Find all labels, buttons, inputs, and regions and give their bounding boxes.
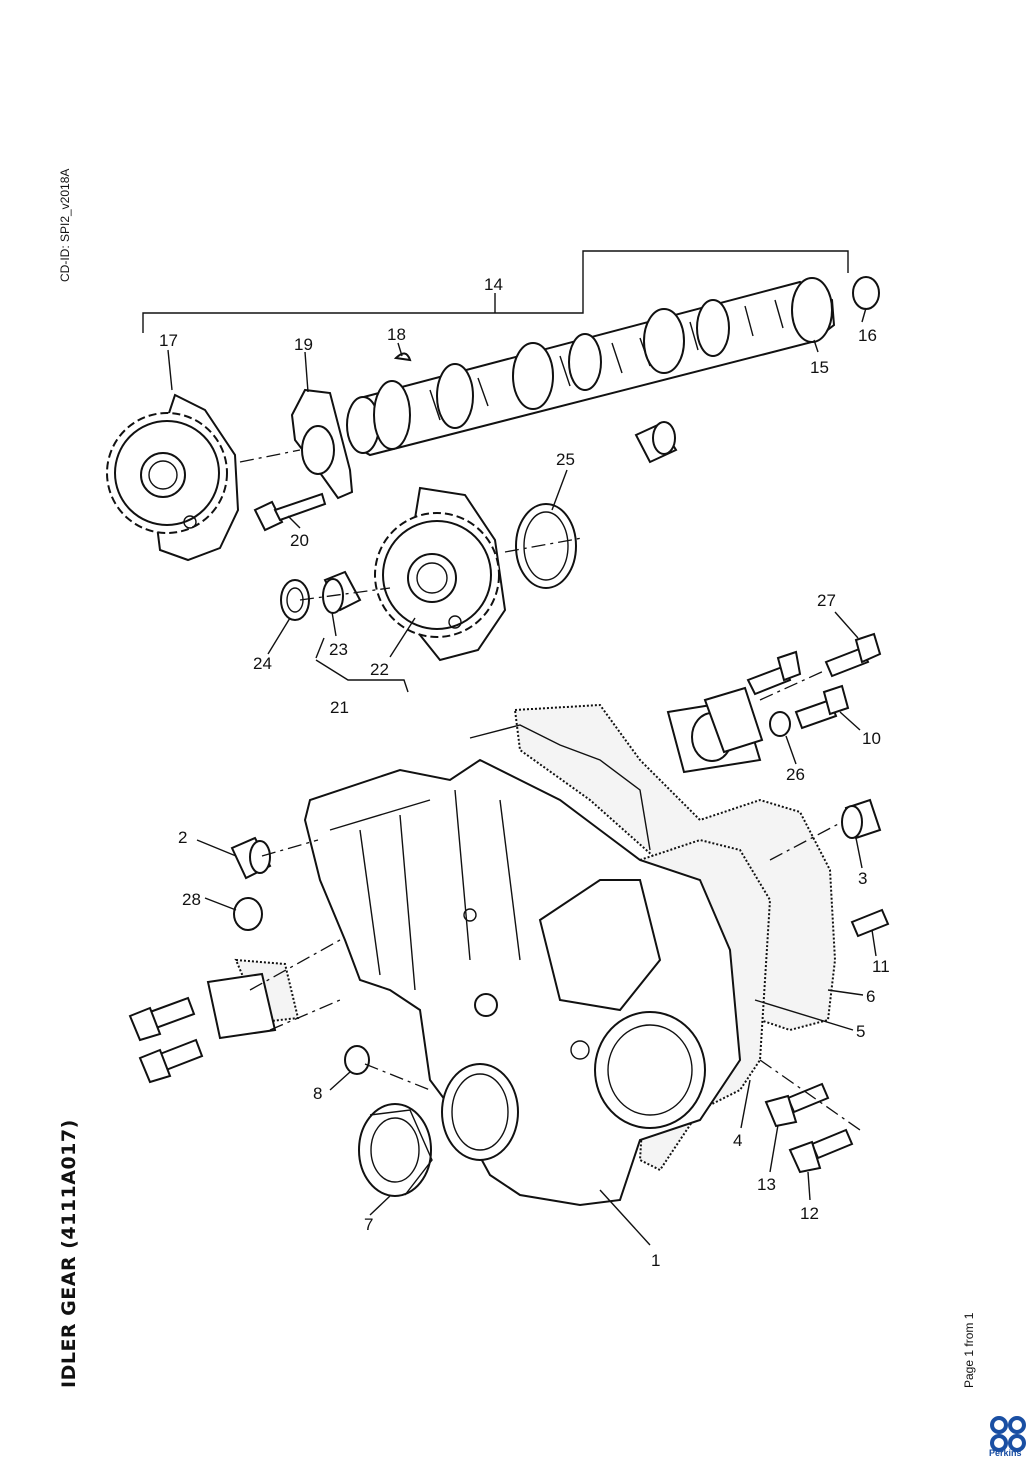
group-bracket-21 xyxy=(315,659,409,693)
brand-name: Perkins xyxy=(989,1448,1022,1458)
cover-plate xyxy=(206,958,300,1040)
callout-11: 11 xyxy=(872,957,890,976)
plug-28 xyxy=(233,897,263,931)
bush-3 xyxy=(841,798,882,840)
callout-24: 24 xyxy=(253,654,272,673)
key-18 xyxy=(393,352,412,362)
callout-18: 18 xyxy=(387,325,406,344)
callout-7: 7 xyxy=(364,1215,373,1234)
callout-27: 27 xyxy=(817,591,836,610)
bolt-10 xyxy=(794,684,850,730)
bolt-left-upper xyxy=(128,996,196,1042)
bolt-20 xyxy=(253,492,327,532)
leader-lines xyxy=(167,307,877,1246)
callout-6: 6 xyxy=(866,987,875,1006)
bolt-12 xyxy=(788,1128,854,1174)
callout-17: 17 xyxy=(159,331,178,350)
timing-case xyxy=(303,758,742,1207)
callout-26: 26 xyxy=(786,765,805,784)
plug-8 xyxy=(344,1045,370,1075)
oil-seal-7 xyxy=(358,1103,433,1197)
adaptor-plate xyxy=(666,686,764,774)
camshaft xyxy=(346,277,836,457)
camshaft-gear xyxy=(106,393,240,562)
callout-8: 8 xyxy=(313,1084,322,1103)
callout-2: 2 xyxy=(178,828,187,847)
group-bracket-14 xyxy=(142,250,849,333)
washer-26 xyxy=(769,711,791,737)
callout-14: 14 xyxy=(484,275,503,294)
callout-12: 12 xyxy=(800,1204,819,1223)
callout-4: 4 xyxy=(733,1131,742,1150)
dowel-11 xyxy=(850,908,890,938)
idler-gear xyxy=(374,486,507,662)
callout-22: 22 xyxy=(370,660,389,679)
callout-labels: 14 17 19 18 16 15 25 20 24 23 22 21 27 1… xyxy=(159,275,890,1270)
bolt-left-lower xyxy=(138,1038,204,1084)
callout-23: 23 xyxy=(329,640,348,659)
callout-1: 1 xyxy=(651,1251,660,1270)
callout-5: 5 xyxy=(856,1022,865,1041)
callout-16: 16 xyxy=(858,326,877,345)
callout-3: 3 xyxy=(858,869,867,888)
callout-19: 19 xyxy=(294,335,313,354)
callout-20: 20 xyxy=(290,531,309,550)
thrust-plate xyxy=(290,388,354,500)
callout-28: 28 xyxy=(182,890,201,909)
bolt-27 xyxy=(824,632,882,678)
callout-10: 10 xyxy=(862,729,881,748)
callout-15: 15 xyxy=(810,358,829,377)
bolt-13 xyxy=(764,1082,830,1128)
callout-21: 21 xyxy=(330,698,349,717)
bolt-upper xyxy=(746,650,802,696)
bush-2 xyxy=(230,836,272,880)
perkins-logo-icon xyxy=(990,1416,1026,1452)
seal-ring-25 xyxy=(515,503,577,589)
callout-25: 25 xyxy=(556,450,575,469)
callout-13: 13 xyxy=(757,1175,776,1194)
bush xyxy=(634,421,678,464)
plug-16 xyxy=(852,276,880,310)
